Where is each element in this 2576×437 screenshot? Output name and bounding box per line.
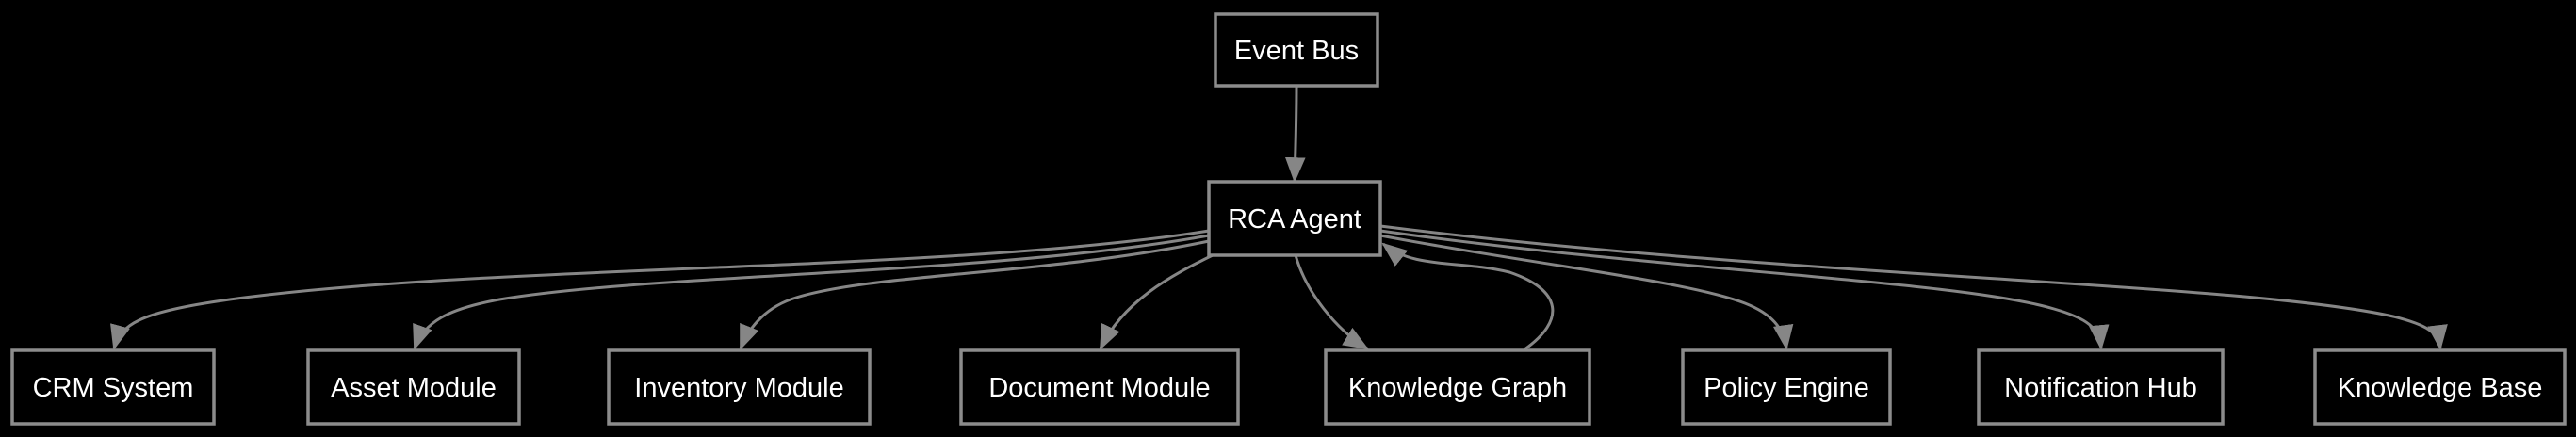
edge-rca-agent-to-inventory-module [739, 239, 1210, 351]
edge-rca-agent-to-knowledge-graph [1294, 254, 1369, 350]
node-label-inventory-module: Inventory Module [634, 373, 843, 403]
node-box-policy-engine [1681, 348, 1892, 426]
edge-rca-agent-to-knowledge-base [1379, 224, 2448, 351]
edges-layer [110, 85, 2448, 351]
node-knowledge-base: Knowledge Base [2313, 348, 2567, 426]
node-box-knowledge-base [2313, 348, 2567, 426]
node-event-bus: Event Bus [1214, 12, 1379, 88]
edge-rca-agent-to-notification-hub [1379, 229, 2110, 351]
node-label-policy-engine: Policy Engine [1704, 373, 1869, 403]
node-box-document-module [959, 348, 1240, 426]
node-document-module: Document Module [959, 348, 1240, 426]
edge-rca-agent-to-policy-engine [1379, 234, 1794, 351]
node-box-knowledge-graph [1324, 348, 1591, 426]
node-box-notification-hub [1977, 348, 2225, 426]
node-label-knowledge-graph: Knowledge Graph [1348, 373, 1567, 403]
node-label-event-bus: Event Bus [1234, 36, 1359, 66]
node-label-crm-system: CRM System [33, 373, 194, 403]
node-label-knowledge-base: Knowledge Base [2338, 373, 2543, 403]
node-label-document-module: Document Module [988, 373, 1210, 403]
edge-event-bus-to-rca-agent [1284, 85, 1306, 184]
node-knowledge-graph: Knowledge Graph [1324, 348, 1591, 426]
node-label-notification-hub: Notification Hub [2004, 373, 2197, 403]
node-inventory-module: Inventory Module [607, 348, 872, 426]
edge-rca-agent-to-crm-system [110, 229, 1210, 351]
node-policy-engine: Policy Engine [1681, 348, 1892, 426]
node-crm-system: CRM System [10, 348, 216, 426]
node-box-asset-module [306, 348, 521, 426]
node-box-rca-agent [1207, 180, 1382, 257]
node-box-inventory-module [607, 348, 872, 426]
node-rca-agent: RCA Agent [1207, 180, 1382, 257]
node-box-crm-system [10, 348, 216, 426]
edge-rca-agent-to-asset-module [413, 234, 1210, 351]
node-asset-module: Asset Module [306, 348, 521, 426]
node-label-asset-module: Asset Module [331, 373, 497, 403]
node-box-event-bus [1214, 12, 1379, 88]
edge-rca-agent-to-document-module [1099, 253, 1214, 350]
edge-knowledge-graph-to-rca-agent [1381, 242, 1555, 351]
node-notification-hub: Notification Hub [1977, 348, 2225, 426]
node-label-rca-agent: RCA Agent [1228, 204, 1361, 235]
